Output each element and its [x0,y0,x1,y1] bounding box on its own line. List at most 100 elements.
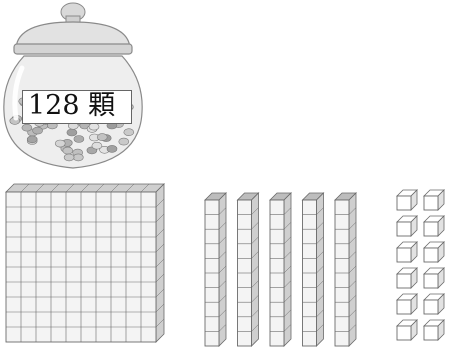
flat-grid-line [110,183,120,193]
rod-unit-line [283,295,292,303]
bead-icon [96,133,108,141]
rod-unit-line [348,222,357,230]
candy-jar-icon [3,2,143,169]
rod-unit-line [348,324,357,332]
flat-grid-line [155,303,165,313]
flat-grid-line [155,213,165,223]
bead-icon [106,145,118,153]
bead-icon [73,135,85,143]
bead-icon [88,122,100,131]
rod-unit-line [218,207,227,215]
flat-grid-line [155,243,165,253]
jar-count-label: 128 顆 [22,90,132,124]
rod-unit-line [283,280,292,288]
flat-grid-line [155,198,165,208]
unit-cube-block [396,241,418,263]
rod-unit-line [316,251,324,259]
rod-unit-line [218,295,227,303]
rod-unit-line [218,222,227,230]
cube-front-face [423,247,439,263]
cube-front-face [423,221,439,237]
flat-grid-line [95,183,105,193]
rod-unit-line [348,265,357,274]
rod-unit-line [251,236,259,244]
rod-unit-line [251,222,259,230]
rod-unit-line [283,309,292,317]
bead-icon [66,128,78,137]
rod-unit-line [316,309,324,317]
flat-grid-line [155,228,165,238]
rod-unit-line [348,251,357,259]
flat-grid-line [80,183,90,193]
rod-unit-line [316,207,324,215]
rod-unit-line [251,295,259,303]
rod-unit-line [316,222,324,230]
unit-cube-block [423,293,445,315]
unit-cube-block [423,319,445,341]
rod-unit-line [218,324,227,332]
rod-unit-line [283,236,292,244]
cube-front-face [423,299,439,315]
flat-grid-line [155,258,165,268]
rod-unit-line [316,280,324,288]
cube-front-face [396,325,412,341]
cube-front-face [396,247,412,263]
rod-unit-line [348,309,357,317]
rod-unit-line [218,309,227,317]
flat-grid-line [155,288,165,298]
cube-front-face [396,299,412,315]
bead-icon [54,139,66,148]
flat-grid-line [125,183,135,193]
bead-icon [123,128,135,136]
rod-unit-line [283,207,292,215]
rod-unit-line [218,236,227,244]
cube-front-face [396,273,412,289]
flat-grid-line [140,183,150,193]
rod-unit-line [283,251,292,259]
bead-icon [91,141,103,150]
ten-rod-block [301,192,325,347]
cube-front-face [423,273,439,289]
bead-icon [21,123,33,132]
rod-unit-line [218,251,227,259]
bead-icon [63,153,75,162]
unit-cube-block [423,189,445,211]
rod-unit-line [283,324,292,332]
unit-cube-block [396,293,418,315]
bead-icon [118,137,130,146]
rod-unit-line [218,265,227,274]
flat-grid-line [155,273,165,283]
flat-grid-line [50,183,60,193]
unit-cube-block [396,189,418,211]
rod-unit-line [283,265,292,274]
rod-unit-line [251,251,259,259]
hundred-flat-block [5,183,165,343]
unit-cubes-group [396,189,445,341]
unit-cube-block [423,215,445,237]
rod-unit-line [316,295,324,303]
ten-rods-group [204,192,357,347]
cube-front-face [423,325,439,341]
rod-unit-line [251,280,259,288]
rod-unit-line [251,324,259,332]
rod-unit-line [316,324,324,332]
ten-rod-block [269,192,292,347]
unit-cube-block [396,319,418,341]
bead-icon [32,126,43,135]
rod-unit-line [348,295,357,303]
flat-grid-line [20,183,30,193]
bead-icon [73,153,84,162]
flat-grid-line [65,183,75,193]
rod-unit-line [251,207,259,215]
unit-cube-block [396,215,418,237]
cube-front-face [423,195,439,211]
flat-grid-line [155,318,165,328]
ten-rod-block [334,192,357,347]
unit-cube-block [396,267,418,289]
ten-rod-block [204,192,227,347]
rod-unit-line [316,236,324,244]
rod-unit-line [251,265,259,274]
bead-icon [62,146,74,155]
ten-rod-block [236,192,260,347]
